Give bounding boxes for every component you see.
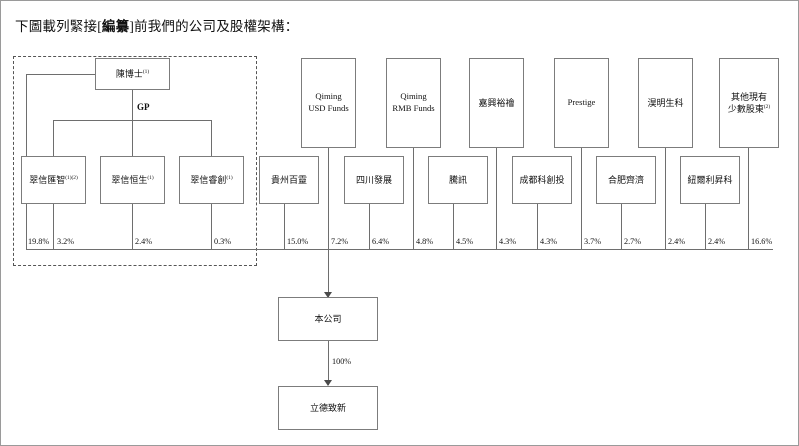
node-qiming-rmb-funds-line2: RMB Funds: [392, 103, 435, 113]
node-other-existing-minority-shareholders[interactable]: 其他現有 少數股東(2): [719, 58, 779, 148]
node-prestige-label: Prestige: [567, 97, 596, 108]
node-qiming-usd-funds[interactable]: Qiming USD Funds: [301, 58, 356, 148]
edge-chen-to-left-spur: [26, 74, 95, 75]
node-chengdu-kechuangtou[interactable]: 成都科創投: [512, 156, 572, 204]
pct-haoming-shengke: 2.4%: [668, 237, 686, 246]
edge-company-to-subsidiary: [328, 341, 329, 385]
title-prefix: 下圖載列緊接[: [15, 19, 102, 34]
edge-haoming-drop: [665, 148, 666, 249]
edge-prestige-drop: [581, 148, 582, 249]
node-qiming-rmb-funds-line1: Qiming: [400, 91, 427, 102]
edge-chengdu-drop: [537, 204, 538, 249]
node-the-company-label: 本公司: [314, 313, 342, 324]
edge-gp-drop-1: [53, 120, 54, 156]
pct-nuerli-shengke: 2.4%: [708, 237, 726, 246]
node-qiming-usd-funds-line2: USD Funds: [308, 103, 349, 113]
node-cuixin-huizhi-label: 翠信匯智: [29, 174, 66, 185]
node-other-minority-superscript: (2): [763, 104, 771, 110]
edge-qiming-rmb-drop: [413, 148, 414, 249]
pct-cuixin-hengsheng: 3.2%: [57, 237, 75, 246]
edge-nuerli-drop: [705, 204, 706, 249]
node-other-minority-line1: 其他現有: [730, 91, 767, 102]
pct-hefei-qiji: 2.7%: [624, 237, 642, 246]
pct-cuixin-huizhi: 19.8%: [28, 237, 50, 246]
edge-label-gp: GP: [137, 102, 150, 112]
pct-qiming-usd-funds: 7.2%: [331, 237, 349, 246]
node-chen-doctor-superscript: (1): [142, 68, 150, 75]
pct-qiming-rmb-funds: 4.8%: [416, 237, 434, 246]
controlling-group-dashed-box: [13, 56, 257, 266]
title-suffix: ]前我們的公司及股權架構：: [129, 19, 299, 34]
pct-tencent: 4.5%: [456, 237, 474, 246]
node-guizhou-bailing[interactable]: 貴州百靈: [259, 156, 319, 204]
pct-cuixin-ruichuang: 2.4%: [135, 237, 153, 246]
pct-jiaxing-yugui: 4.3%: [499, 237, 517, 246]
ownership-busbar: [26, 249, 773, 250]
node-tencent[interactable]: 騰訊: [428, 156, 488, 204]
node-sichuan-fazhan-label: 四川發展: [355, 174, 392, 185]
edge-hefei-drop: [621, 204, 622, 249]
pct-subsidiary-100: 100%: [332, 357, 352, 366]
node-cuixin-ruichuang-label: 翠信睿創: [190, 174, 227, 185]
node-prestige[interactable]: Prestige: [554, 58, 609, 148]
node-chengdu-kechuangtou-label: 成都科創投: [519, 174, 565, 185]
title-bracket-term: 編纂: [101, 19, 130, 34]
node-jiaxing-yugui[interactable]: 嘉興裕襘: [469, 58, 524, 148]
node-other-minority-line2: 少數股東: [727, 104, 764, 114]
node-qiming-usd-funds-line1: Qiming: [315, 91, 342, 102]
node-chen-doctor-label: 陳博士: [115, 68, 143, 79]
arrow-company-to-subsidiary: [324, 380, 332, 386]
edge-busbar-to-company: [328, 249, 329, 297]
node-cuixin-hengsheng-label: 翠信恒生: [111, 174, 148, 185]
edge-jiaxing-drop: [496, 148, 497, 249]
page-title: 下圖載列緊接[編纂]前我們的公司及股權架構：: [15, 15, 298, 35]
arrow-busbar-to-company: [324, 292, 332, 298]
pct-chen-doctor: 0.3%: [214, 237, 232, 246]
edge-chen-gp-trunk: [132, 90, 133, 120]
edge-qiming-usd-drop: [328, 148, 329, 249]
node-cuixin-hengsheng[interactable]: 翠信恒生(1): [100, 156, 165, 204]
node-jiaxing-yugui-label: 嘉興裕襘: [478, 97, 515, 108]
node-hefei-qiji[interactable]: 合肥齊濟: [596, 156, 656, 204]
node-cuixin-ruichuang-superscript: (1): [226, 174, 233, 181]
edge-other-minority-drop: [748, 148, 749, 249]
node-cuixin-huizhi-superscript: (1)(2): [65, 174, 78, 181]
node-hefei-qiji-label: 合肥齊濟: [607, 174, 644, 185]
node-cuixin-hengsheng-superscript: (1): [147, 174, 154, 181]
edge-tencent-drop: [453, 204, 454, 249]
edge-guizhou-drop: [284, 204, 285, 249]
edge-gp-drop-3: [211, 120, 212, 156]
pct-guizhou-bailing: 15.0%: [287, 237, 309, 246]
node-cuixin-huizhi[interactable]: 翠信匯智(1)(2): [21, 156, 86, 204]
node-sichuan-fazhan[interactable]: 四川發展: [344, 156, 404, 204]
node-lide-zhixin[interactable]: 立德致新: [278, 386, 378, 430]
node-haoming-shengke-label: 淏明生科: [647, 97, 684, 108]
edge-cuixin-hengsheng-drop: [132, 204, 133, 249]
node-nuerli-shengke[interactable]: 紐爾利昇科: [680, 156, 740, 204]
pct-prestige: 3.7%: [584, 237, 602, 246]
edge-gp-drop-2: [132, 120, 133, 156]
edge-cuixin-huizhi-drop: [53, 204, 54, 249]
node-guizhou-bailing-label: 貴州百靈: [270, 174, 307, 185]
edge-cuixin-ruichuang-drop: [211, 204, 212, 249]
pct-other-minority-shareholders: 16.6%: [751, 237, 773, 246]
pct-chengdu-kechuangtou: 4.3%: [540, 237, 558, 246]
node-tencent-label: 騰訊: [448, 174, 467, 185]
node-nuerli-shengke-label: 紐爾利昇科: [687, 174, 733, 185]
node-qiming-rmb-funds[interactable]: Qiming RMB Funds: [386, 58, 441, 148]
edge-sichuan-drop: [369, 204, 370, 249]
node-cuixin-ruichuang[interactable]: 翠信睿創(1): [179, 156, 244, 204]
node-the-company[interactable]: 本公司: [278, 297, 378, 341]
node-lide-zhixin-label: 立德致新: [309, 402, 346, 413]
pct-sichuan-fazhan: 6.4%: [372, 237, 390, 246]
node-haoming-shengke[interactable]: 淏明生科: [638, 58, 693, 148]
node-chen-doctor[interactable]: 陳博士(1): [95, 58, 170, 90]
